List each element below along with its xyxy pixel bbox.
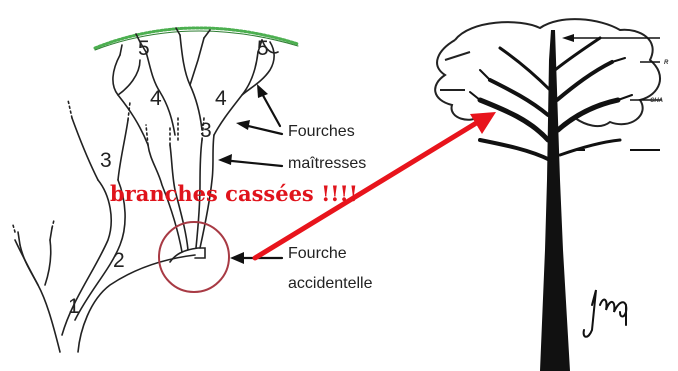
trunk-right-edge [78,255,195,352]
number-4-right: 4 [215,88,227,109]
branch-4-right [180,35,258,135]
label-broken-branches: branches cassées !!!! [110,183,358,204]
label-fork-accidental-1: Fourche [288,246,347,262]
number-3-center: 3 [200,120,212,141]
number-4-left: 4 [150,88,162,109]
label-right-small-2: CHA [650,98,663,104]
number-5-right: 5 [257,38,269,59]
branch-1-dashes [13,220,54,232]
trunk [540,30,570,371]
label-forks-main-1: Fourches [288,124,355,140]
label-forks-main-2: maîtresses [288,156,366,172]
label-right-small-1: R [664,60,668,66]
signature-icon [584,290,627,337]
right-tree [435,19,662,371]
label-fork-accidental-2: accidentelle [288,276,373,292]
crown-outline [435,19,660,126]
accidental-fork-circle [159,222,229,292]
number-3-left: 3 [100,150,112,171]
branch-1-inner [18,228,52,245]
right-pointers [562,34,662,150]
branch-3-dashes [68,100,130,120]
number-2: 2 [113,250,125,271]
label-arrows [218,84,282,264]
number-1: 1 [68,296,80,317]
number-5-left: 5 [138,38,150,59]
branch-4-left [113,52,175,145]
